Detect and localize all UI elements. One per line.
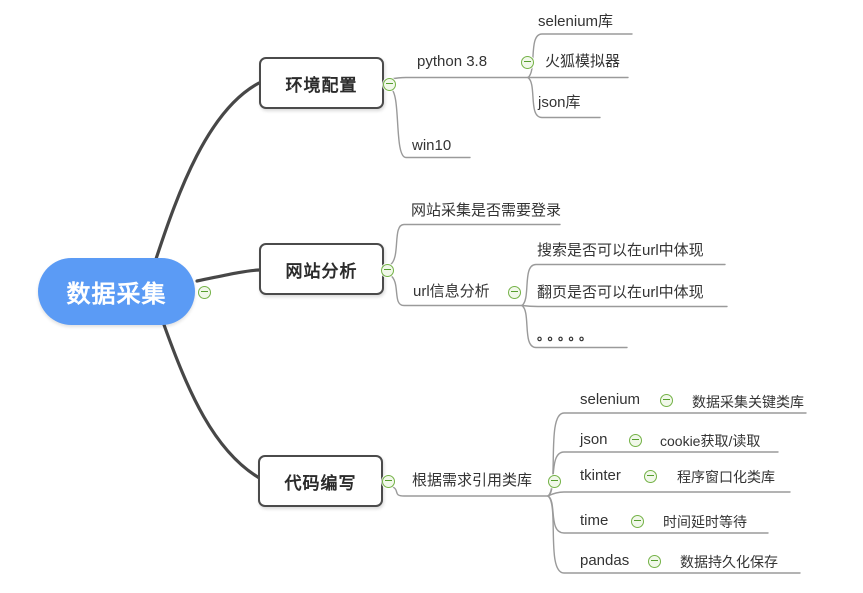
node-selenium-lib[interactable]: selenium库 (538, 13, 614, 30)
node-ellipsis[interactable]: 。。。。。 (537, 328, 597, 343)
node-json-desc[interactable]: cookie获取/读取 (660, 433, 761, 449)
node-pandas-desc[interactable]: 数据持久化保存 (680, 554, 778, 570)
branch-code-writing[interactable]: 代码编写 (258, 455, 383, 507)
collapse-icon-python38[interactable] (520, 55, 534, 69)
node-paging-in-url[interactable]: 翻页是否可以在url中体现 (537, 284, 704, 301)
node-login-required[interactable]: 网站采集是否需要登录 (411, 202, 562, 219)
node-json-lib[interactable]: json库 (538, 94, 581, 111)
collapse-icon-root[interactable] (197, 285, 211, 299)
collapse-icon-code[interactable] (381, 474, 395, 488)
collapse-icon-time[interactable] (630, 514, 644, 528)
collapse-icon-import-libs[interactable] (547, 474, 561, 488)
branch-environment-config[interactable]: 环境配置 (259, 57, 384, 109)
node-selenium[interactable]: selenium (580, 391, 641, 408)
node-selenium-desc[interactable]: 数据采集关键类库 (692, 394, 804, 410)
branch-website-analysis[interactable]: 网站分析 (259, 243, 384, 295)
node-time-desc[interactable]: 时间延时等待 (663, 514, 747, 530)
node-time[interactable]: time (580, 512, 609, 529)
node-tkinter-desc[interactable]: 程序窗口化类库 (677, 469, 775, 485)
node-url-info-analysis[interactable]: url信息分析 (413, 283, 490, 300)
collapse-icon-tkinter[interactable] (643, 469, 657, 483)
root-topic[interactable]: 数据采集 (38, 258, 195, 325)
collapse-icon-pandas[interactable] (647, 554, 661, 568)
node-search-in-url[interactable]: 搜索是否可以在url中体现 (537, 242, 704, 259)
collapse-icon-selenium[interactable] (659, 393, 673, 407)
collapse-icon-website[interactable] (380, 263, 394, 277)
node-win10[interactable]: win10 (412, 137, 452, 154)
node-tkinter[interactable]: tkinter (580, 467, 621, 484)
node-firefox-emulator[interactable]: 火狐模拟器 (545, 53, 621, 70)
collapse-icon-url-info[interactable] (507, 285, 521, 299)
collapse-icon-json[interactable] (628, 433, 642, 447)
node-import-libs[interactable]: 根据需求引用类库 (412, 472, 533, 489)
node-python38[interactable]: python 3.8 (417, 53, 488, 70)
node-json[interactable]: json (580, 431, 608, 448)
collapse-icon-environment[interactable] (382, 77, 396, 91)
node-pandas[interactable]: pandas (580, 552, 630, 569)
